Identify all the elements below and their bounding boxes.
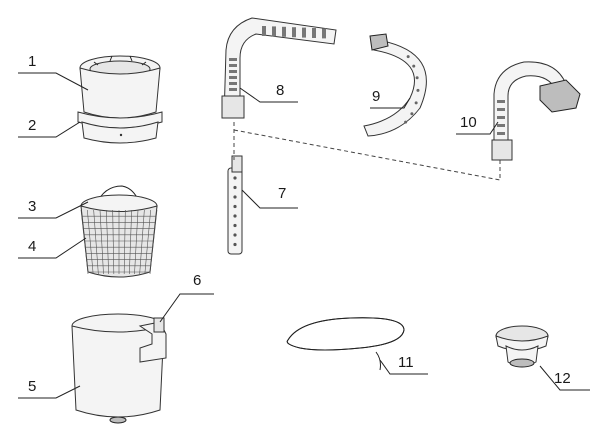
mesh-line (99, 209, 104, 275)
arm-rib (229, 82, 237, 85)
arm-rib (229, 76, 237, 79)
leader-lines (18, 72, 590, 399)
band-hole (412, 64, 416, 68)
arm-rib (302, 27, 306, 38)
arm-rib (292, 27, 296, 38)
mesh-line (123, 209, 126, 275)
label-part-4: 4 (28, 238, 36, 255)
label-part-7: 7 (278, 185, 286, 202)
strap-hole (233, 176, 237, 180)
part-12-knob (495, 325, 549, 368)
arm-rib (312, 28, 316, 38)
part-11-hose (286, 317, 405, 371)
arm-rib (272, 26, 276, 37)
clamp-rib (497, 132, 505, 135)
label-part-12: 12 (554, 370, 571, 387)
strap-hole (233, 214, 237, 218)
part-7-strap (227, 155, 243, 255)
part-number-labels: 1 2 3 4 5 6 7 8 9 10 11 12 (28, 53, 571, 395)
mesh-line (149, 209, 158, 275)
mesh-line (93, 209, 99, 275)
clamp-rib (497, 100, 505, 103)
arm-rib (229, 70, 237, 73)
strap-hole (233, 195, 237, 199)
clamp-rib (497, 124, 505, 127)
band-hole (410, 112, 414, 116)
mesh-line (106, 209, 109, 275)
label-part-2: 2 (28, 117, 36, 134)
clamp-rib (497, 108, 505, 111)
label-part-8: 8 (276, 82, 284, 99)
label-part-1: 1 (28, 53, 36, 70)
part-9-curved-band (363, 33, 427, 137)
label-part-5: 5 (28, 378, 36, 395)
band-hole (415, 76, 419, 80)
label-part-11: 11 (398, 354, 414, 371)
strap-hole (233, 185, 237, 190)
part-6-clip (138, 317, 167, 363)
part-4-mesh-basket (80, 194, 158, 278)
mesh-line (134, 209, 139, 275)
strap-hole (233, 223, 237, 228)
label-part-3: 3 (28, 198, 36, 215)
assembly-dashed-lines (233, 122, 501, 181)
arm-rib (229, 64, 237, 67)
arm-rib (282, 26, 286, 37)
band-hole (414, 101, 418, 105)
mesh-line (112, 209, 115, 275)
mesh-line (129, 209, 132, 275)
strap-hole (233, 242, 237, 247)
arm-rib (229, 88, 237, 91)
label-part-6: 6 (193, 272, 201, 289)
label-part-9: 9 (372, 88, 380, 105)
band-hole (404, 120, 408, 124)
mesh-line (80, 209, 89, 275)
mesh-line (139, 209, 145, 275)
mesh-line (87, 209, 94, 275)
part-8-curved-arm (221, 17, 337, 119)
part-10-clamp-arm (491, 61, 581, 161)
mesh-line (144, 209, 151, 275)
part-2-base-ring (77, 111, 163, 144)
part-1-collar (79, 55, 161, 119)
clamp-rib (497, 116, 505, 119)
label-part-10: 10 (460, 114, 477, 131)
band-hole (406, 55, 410, 59)
arm-rib (322, 28, 326, 39)
strap-hole (233, 233, 237, 237)
strap-hole (233, 204, 237, 209)
arm-rib (229, 58, 237, 61)
band-hole (416, 88, 420, 92)
arm-rib (262, 26, 266, 36)
